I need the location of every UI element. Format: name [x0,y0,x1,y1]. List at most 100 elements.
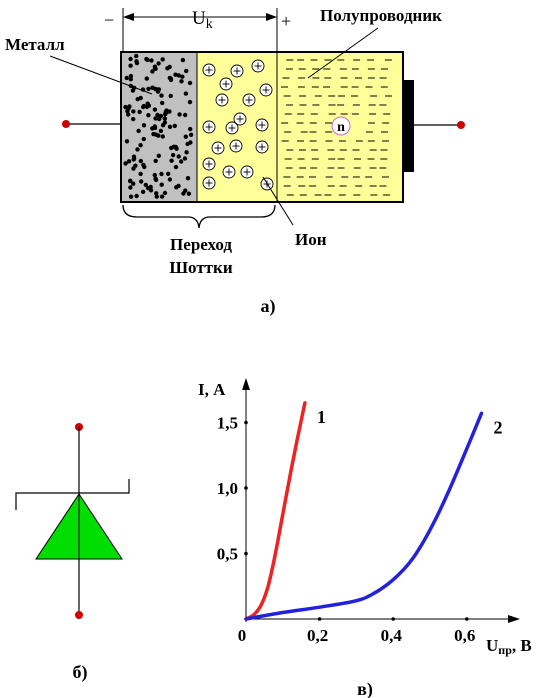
metal-leader [49,55,153,95]
metal-electron-dot [135,97,140,102]
metal-electron-dot [152,172,157,178]
metal-electron-dot [146,113,151,118]
donor-ion [225,121,239,135]
metal-electron-dot [141,162,146,168]
semiconductor-leader [307,27,379,79]
device-outline [120,51,404,203]
x-axis-arrow [508,615,520,623]
left-terminal [62,120,70,128]
metal-electron-dot [164,108,169,113]
transition-label-line2: Шоттки [169,258,232,277]
metal-electron-dot [168,77,174,83]
schottky-bar [15,479,130,510]
metal-electron-dot [135,147,140,152]
donor-ion [233,112,247,126]
metal-electron-dot [150,126,155,131]
cathode-terminal [75,611,83,619]
metal-electron-dot [162,116,167,121]
donor-ion [211,141,225,155]
metal-electron-dot [160,134,165,139]
series-line-2 [244,411,484,621]
x-tick-label: 0,2 [307,626,328,645]
x-tick-mark [391,617,396,621]
metal-electron-dot [166,171,171,176]
metal-electron-dot [131,116,136,122]
metal-electron-dot [134,53,139,59]
y-tick-label: 1,0 [217,479,238,498]
metal-electron-dot [162,120,168,125]
metal-electron-dot [184,150,189,155]
metal-electron-dot [126,159,132,164]
y-axis-arrow [242,378,250,390]
metal-electron-dot [128,194,134,199]
metal-electron-dot [128,185,133,190]
x-axis-label-main: U [486,636,498,655]
y-tick-label: 0,5 [217,545,238,564]
metal-electron-dot [150,85,155,90]
x-axis-label: Uпр, В [486,636,532,657]
metal-electron-dot [145,101,150,106]
uk-main: U [192,8,206,29]
metal-electron-dot [188,140,193,145]
metal-label: Металл [5,35,65,54]
metal-electron-dot [174,185,179,190]
x-axis-label-unit: , В [512,636,532,655]
minus-sign: − [104,10,114,30]
metal-electron-dot [134,193,139,199]
metal-electron-dot [138,171,143,177]
diode-symbol-b: б) [15,423,130,683]
x-tick-label: 0,4 [381,626,403,645]
metal-electron-dot [168,93,173,99]
y-tick-mark [244,420,248,425]
metal-electron-dot [183,134,188,139]
metal-electron-dot [138,143,143,148]
metal-electron-dot [143,182,148,188]
donor-ion [202,157,216,171]
uk-arrow-left [123,13,134,21]
metal-electron-dot [124,139,130,144]
semiconductor-electrons [281,59,392,196]
y-tick-label: 1,5 [217,414,238,433]
metal-electron-dot [139,179,144,184]
metal-electron-dot [152,107,158,112]
ion-leader [262,176,294,226]
uk-arrow-right [266,13,277,21]
donor-ion [202,120,216,134]
metal-electron-dot [153,176,158,181]
metal-electron-dot [153,158,158,164]
metal-electron-dot [180,57,186,63]
metal-electron-dot [124,75,129,81]
donor-ion [219,77,233,91]
metal-electron-dot [146,86,151,92]
chart-series: 12 [244,401,503,621]
metal-electron-dot [171,144,176,149]
x-tick-mark [317,617,322,621]
plus-sign: + [281,11,291,31]
diagram-a: − + Uk n Металл Полупроводник Ион Перехо… [5,6,465,317]
metal-electron-dot [165,66,170,71]
metal-electron-dot [162,190,168,196]
x-tick-label: 0 [238,626,247,645]
metal-electron-dot [155,112,160,118]
metal-electron-dot [156,153,161,158]
metal-electron-dot [149,58,154,63]
metal-electron-dot [184,68,189,74]
transition-brace [122,204,276,229]
metal-electron-dot [154,191,159,196]
donor-ion [255,118,269,132]
y-tick-mark [244,551,248,556]
metal-electron-dot [153,132,159,137]
y-axis-label: I, А [198,380,226,399]
metal-electron-dot [156,61,161,66]
metal-electron-dot [176,73,181,78]
donor-ion [259,83,273,97]
metal-electron-dot [172,123,177,129]
metal-electron-dot [185,176,191,181]
right-terminal [457,121,465,129]
metal-electron-dot [173,164,179,170]
series-label-2: 2 [494,417,503,437]
metal-electron-dot [148,184,153,190]
metal-electron-dot [155,89,161,94]
